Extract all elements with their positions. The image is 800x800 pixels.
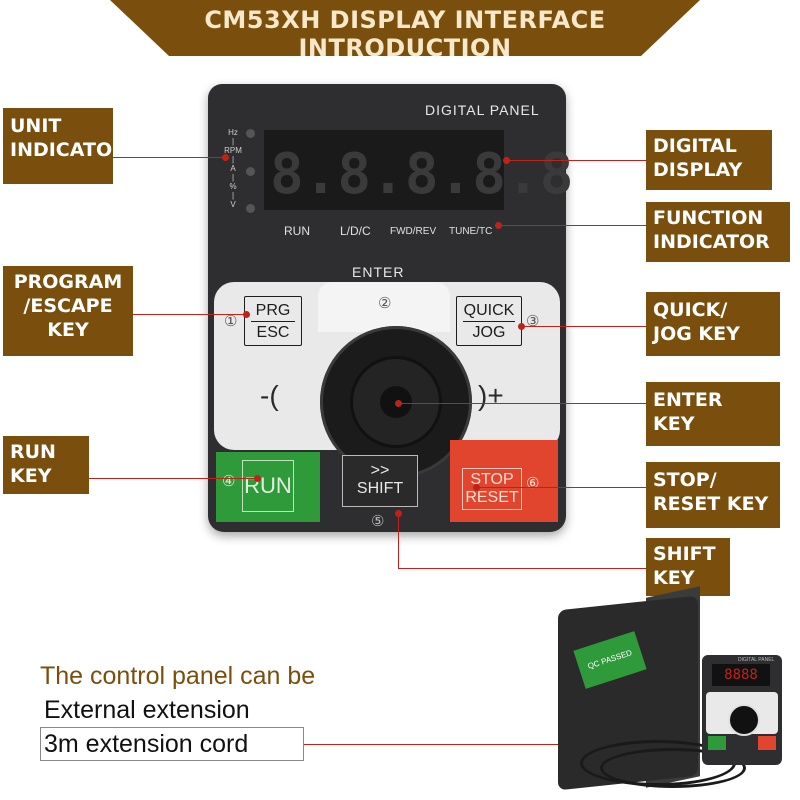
unit-led-v <box>246 204 255 213</box>
caption-line-3: 3m extension cord <box>44 730 249 758</box>
leader-dot-function <box>495 222 502 229</box>
run-key[interactable]: RUN <box>216 452 320 522</box>
enter-label: ENTER <box>352 264 405 280</box>
shift-arrows: >> <box>370 462 390 479</box>
unit-separator: | <box>231 173 235 182</box>
page-title: CM53XH DISPLAY INTERFACE INTRODUCTION <box>204 6 606 62</box>
unit-percent: % <box>229 182 237 191</box>
panel-title: DIGITAL PANEL <box>425 102 540 118</box>
unit-separator: | <box>231 155 235 164</box>
stop-reset-label: STOP/ RESET KEY <box>646 462 780 528</box>
function-run: RUN <box>284 224 310 238</box>
program-escape-label: PROGRAM /ESCAPE KEY <box>3 266 133 356</box>
leader-line-shift-h <box>398 568 646 569</box>
key-number-3: ③ <box>526 313 540 330</box>
prg-label: PRG <box>255 302 291 319</box>
remote-display: 8888 <box>712 664 770 686</box>
title-banner <box>110 0 700 56</box>
leader-dot-stop <box>473 484 480 491</box>
leader-line-run <box>89 478 257 479</box>
leader-dot-shift <box>395 510 402 517</box>
leader-line-shift-v <box>398 513 399 568</box>
unit-a: A <box>230 164 236 173</box>
unit-rpm: RPM <box>224 146 242 155</box>
leader-dot-display <box>503 157 510 164</box>
shift-label: SHIFT <box>356 480 404 497</box>
unit-led-hz <box>246 129 255 138</box>
rotate-plus-icon: )+ <box>478 380 504 411</box>
unit-v: V <box>230 200 236 209</box>
key-number-2: ② <box>378 295 392 312</box>
leader-line-cord <box>304 744 586 745</box>
function-tune-tc: TUNE/TC <box>449 226 493 237</box>
remote-panel-title: DIGITAL PANEL <box>738 657 775 663</box>
remote-stop-key <box>758 736 776 750</box>
unit-separator: | <box>231 137 235 146</box>
prg-esc-key[interactable]: PRG ESC <box>244 296 302 346</box>
key-number-5: ⑤ <box>371 513 385 530</box>
stop-reset-key[interactable]: STOP RESET ⑥ <box>450 440 558 522</box>
quick-label: QUICK <box>463 302 515 319</box>
leader-line-stop <box>476 487 646 488</box>
leader-dot-run <box>254 475 261 482</box>
shift-key-label: SHIFT KEY <box>646 538 730 596</box>
caption-line-2: External extension <box>44 696 250 724</box>
jog-label: JOG <box>472 324 506 341</box>
extension-cable-loop <box>600 748 746 788</box>
key-number-4: ④ <box>222 473 236 490</box>
display-digits: 8.8.8.8.8 <box>270 142 574 207</box>
leader-line-enter <box>399 403 646 404</box>
function-ldc: L/D/C <box>340 224 371 238</box>
stop-label: STOP <box>470 471 514 488</box>
quick-jog-key[interactable]: QUICK JOG <box>456 296 522 346</box>
leader-dot-enter <box>395 400 402 407</box>
reset-label: RESET <box>465 489 519 506</box>
seven-segment-display <box>264 130 504 210</box>
key-divider <box>463 321 515 322</box>
enter-key-label: ENTER KEY <box>646 382 780 446</box>
unit-separator: | <box>231 191 235 200</box>
knob-grip <box>350 356 442 448</box>
leader-dot-prg <box>243 311 250 318</box>
digital-display-label: DIGITAL DISPLAY <box>646 130 772 190</box>
rotate-minus-icon: -( <box>260 380 279 411</box>
unit-hz: Hz <box>228 128 238 137</box>
leader-line-function <box>498 225 646 226</box>
unit-led-a <box>246 167 255 176</box>
esc-label: ESC <box>256 324 290 341</box>
leader-line-unit <box>113 157 226 158</box>
remote-run-key <box>708 736 726 750</box>
key-number-6: ⑥ <box>526 475 540 492</box>
unit-indicator-label: UNIT INDICATOR <box>3 108 127 184</box>
leader-line-display <box>506 160 646 161</box>
shift-key[interactable]: >> SHIFT <box>342 455 418 507</box>
leader-dot-quick <box>518 323 525 330</box>
unit-indicator-labels: Hz | RPM | A | % | V <box>222 128 244 209</box>
leader-line-prg <box>133 314 247 315</box>
leader-dot-unit <box>222 154 229 161</box>
caption-line-1: The control panel can be <box>40 662 316 690</box>
knob-top-zone <box>318 282 450 332</box>
stop-reset-label-box: STOP RESET <box>462 468 522 510</box>
key-number-1: ① <box>224 313 238 330</box>
remote-knob <box>728 704 760 736</box>
caption-box <box>40 727 304 761</box>
run-label: RUN <box>242 460 294 512</box>
leader-line-quick <box>521 326 646 327</box>
key-divider <box>251 321 295 322</box>
quick-jog-label: QUICK/ JOG KEY <box>646 292 780 356</box>
function-indicator-label: FUNCTION INDICATOR <box>646 202 790 262</box>
function-fwd-rev: FWD/REV <box>390 226 437 237</box>
run-key-label: RUN KEY <box>3 436 89 494</box>
